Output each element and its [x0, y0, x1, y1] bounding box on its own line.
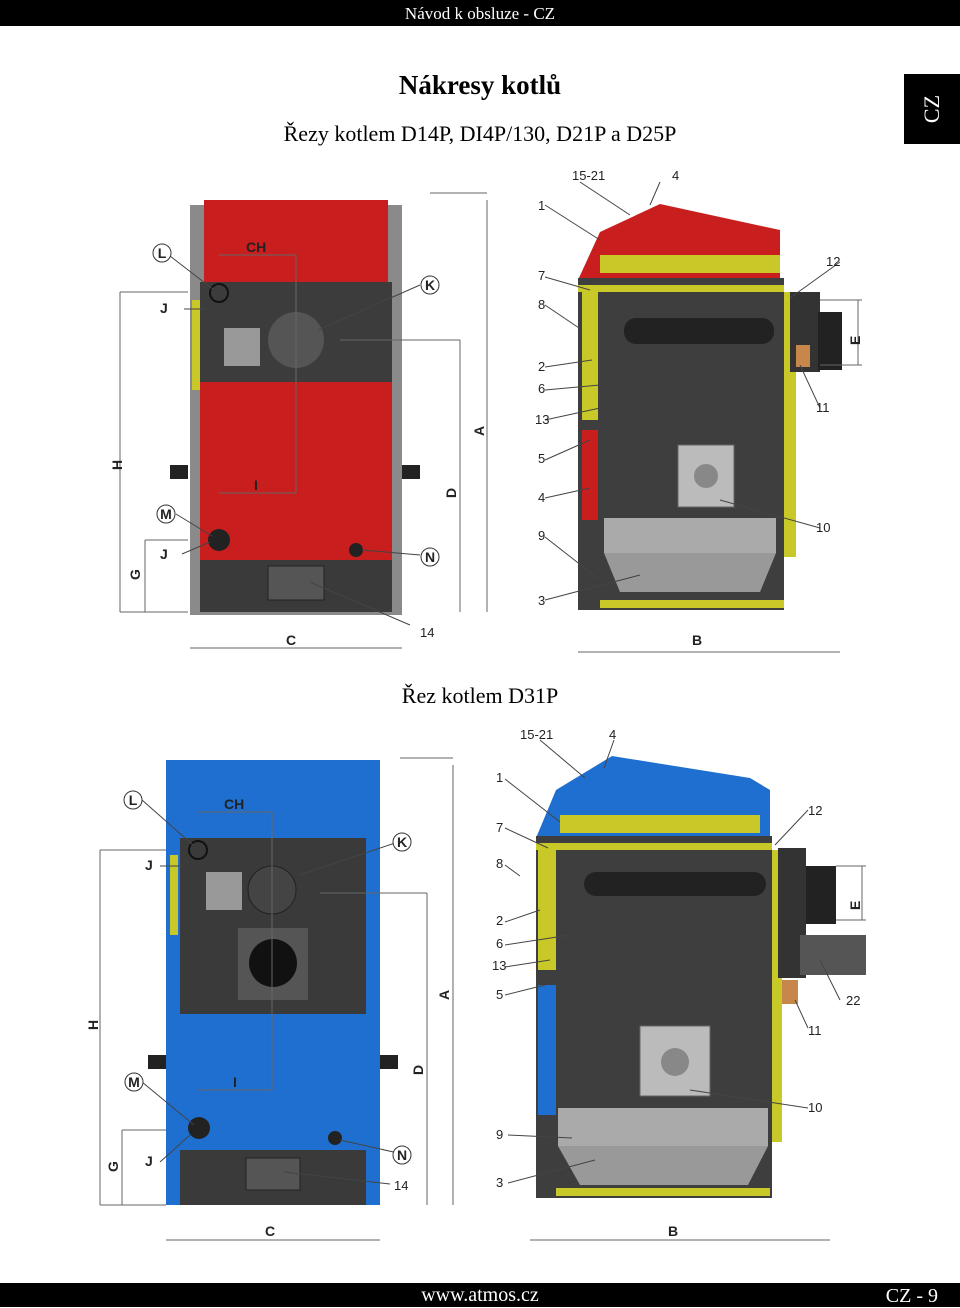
label-22: 22: [846, 993, 860, 1008]
label-13: 13: [535, 412, 549, 427]
page-title: Nákresy kotlů: [398, 70, 562, 100]
front-view-red-labels: L J M J CH K N I H G D A C 14: [109, 239, 487, 648]
side-view-red-labels: 15-21 4 1 7 8 2 6 13 5 4 9 3 12 E 11 10 …: [535, 168, 863, 648]
label-10: 10: [816, 520, 830, 535]
header-bar: Návod k obsluze - CZ: [0, 0, 960, 26]
label-1-2: 1: [496, 770, 503, 785]
label-12-2: 12: [808, 803, 822, 818]
label-1: 1: [538, 198, 545, 213]
footer-url[interactable]: www.atmos.cz: [421, 1284, 539, 1306]
label-12: 12: [826, 254, 840, 269]
label-J-bottom-2: J: [145, 1153, 153, 1169]
label-C-2: C: [265, 1223, 275, 1239]
footer-bar: www.atmos.cz CZ - 9: [0, 1283, 960, 1307]
side-view-blue-labels: 15-21 4 1 7 8 2 6 13 5 9 3 12 E 22 11 10…: [492, 727, 863, 1239]
label-A: A: [471, 426, 487, 436]
section2-title: Řez kotlem D31P: [401, 683, 559, 708]
header-text: Návod k obsluze - CZ: [404, 4, 556, 23]
side-view-blue: [504, 739, 866, 1241]
language-tab: CZ: [904, 74, 960, 144]
label-6: 6: [538, 381, 545, 396]
label-15-21: 15-21: [572, 168, 605, 183]
label-E-2: E: [847, 901, 863, 910]
label-7: 7: [538, 268, 545, 283]
label-C: C: [286, 632, 296, 648]
label-10-2: 10: [808, 1100, 822, 1115]
label-13-2: 13: [492, 958, 506, 973]
label-H-2: H: [85, 1020, 101, 1030]
label-8: 8: [538, 297, 545, 312]
label-9-2: 9: [496, 1127, 503, 1142]
label-7-2: 7: [496, 820, 503, 835]
front-view-red: [119, 192, 488, 649]
label-5: 5: [538, 451, 545, 466]
label-J-top: J: [160, 300, 168, 316]
label-N-2: N: [397, 1147, 407, 1163]
label-G-2: G: [105, 1161, 121, 1172]
label-E: E: [847, 336, 863, 345]
label-3: 3: [538, 593, 545, 608]
front-view-blue-labels: L J M J CH K N I H G D A C 14: [85, 790, 452, 1239]
label-14: 14: [420, 625, 434, 640]
label-2-2: 2: [496, 913, 503, 928]
label-11-2: 11: [808, 1023, 822, 1038]
label-L: L: [158, 245, 167, 261]
label-6-2: 6: [496, 936, 503, 951]
label-N: N: [425, 549, 435, 565]
label-D: D: [443, 488, 459, 498]
label-3-2: 3: [496, 1175, 503, 1190]
label-K: K: [425, 277, 435, 293]
label-J-top-2: J: [145, 857, 153, 873]
label-2: 2: [538, 359, 545, 374]
front-view-blue: [99, 757, 454, 1241]
label-15-21-2: 15-21: [520, 727, 553, 742]
label-M: M: [160, 506, 172, 522]
label-H: H: [109, 460, 125, 470]
label-4-2: 4: [609, 727, 616, 742]
label-8-2: 8: [496, 856, 503, 871]
label-L-2: L: [129, 792, 138, 808]
label-B: B: [692, 632, 702, 648]
label-G: G: [127, 569, 143, 580]
label-D-2: D: [410, 1065, 426, 1075]
label-J-bottom: J: [160, 546, 168, 562]
label-M-2: M: [128, 1074, 140, 1090]
label-A-2: A: [436, 990, 452, 1000]
label-K-2: K: [397, 834, 407, 850]
label-CH-2: CH: [224, 796, 244, 812]
page-number: CZ - 9: [885, 1285, 938, 1307]
section1-title: Řezy kotlem D14P, DI4P/130, D21P a D25P: [283, 121, 677, 146]
side-view-red: [544, 181, 862, 653]
label-11: 11: [816, 400, 830, 415]
label-4-side: 4: [538, 490, 545, 505]
label-14-2: 14: [394, 1178, 408, 1193]
label-4-top: 4: [672, 168, 679, 183]
label-I: I: [254, 477, 258, 493]
label-5-2: 5: [496, 987, 503, 1002]
label-B-2: B: [668, 1223, 678, 1239]
label-CH: CH: [246, 239, 266, 255]
label-I-2: I: [233, 1074, 237, 1090]
label-9: 9: [538, 528, 545, 543]
